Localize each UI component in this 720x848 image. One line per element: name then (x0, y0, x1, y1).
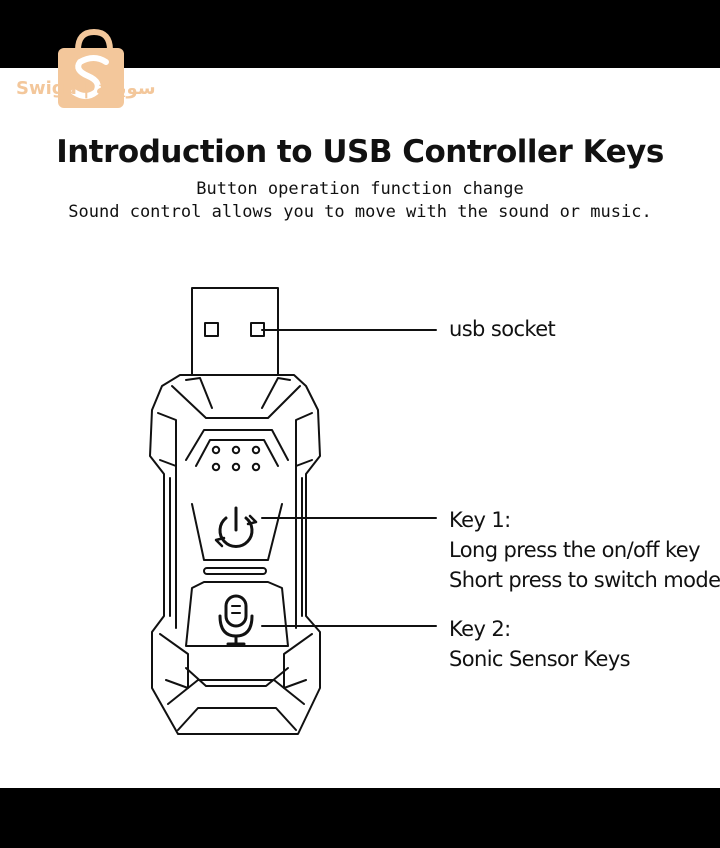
key1-desc-line2: Short press to switch mode (449, 568, 720, 592)
usb-socket-label: usb socket (449, 317, 556, 341)
shopping-bag-logo-icon (58, 28, 124, 108)
brand-logo-text: Swiga | سويقة (16, 78, 156, 99)
speaker-dots-icon (211, 445, 261, 472)
brand-logo: Swiga | سويقة (14, 28, 164, 148)
power-icon[interactable] (214, 506, 258, 548)
usb-connector (191, 287, 279, 377)
key1-desc-line1: Long press the on/off key (449, 538, 701, 562)
key2-title: Key 2: (449, 617, 511, 641)
diagram-canvas: Swiga | سويقة Introduction to USB Contro… (0, 28, 720, 788)
key2-desc-line1: Sonic Sensor Keys (449, 647, 631, 671)
microphone-icon[interactable] (218, 594, 254, 646)
subtitle-line-1: Button operation function change (196, 179, 524, 199)
page-title: Introduction to USB Controller Keys (56, 134, 664, 170)
subtitle-line-2: Sound control allows you to move with th… (68, 202, 652, 222)
key1-title: Key 1: (449, 508, 511, 532)
usb-controller-diagram (149, 287, 437, 735)
usb-contact-left (204, 322, 219, 337)
controller-body (149, 374, 321, 735)
